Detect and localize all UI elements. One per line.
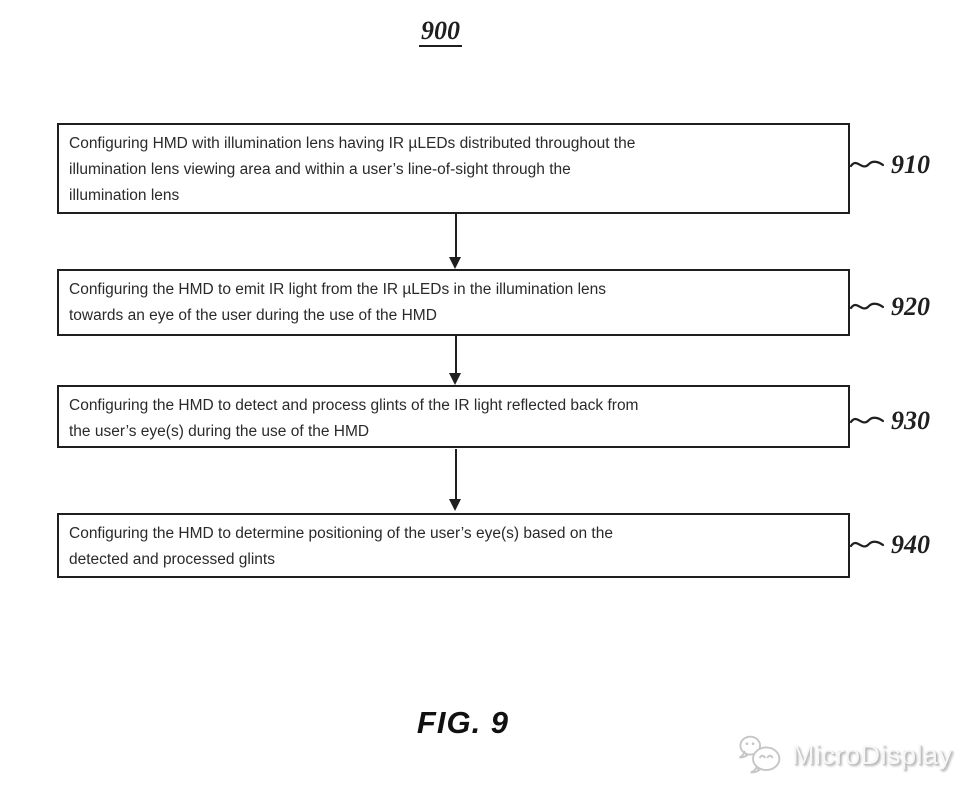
squiggle-connector-icon [850,302,884,310]
watermark-label: MicroDisplay [792,739,953,770]
ref-label-920: 920 [850,293,930,321]
ref-label-910: 910 [850,151,930,179]
squiggle-connector-icon [850,160,884,168]
flow-arrow-3 [449,449,462,511]
flow-arrow-2 [449,336,462,385]
arrow-head-icon [449,499,461,511]
arrow-line [454,449,457,500]
squiggle-connector-icon [850,416,884,424]
ref-number: 910 [891,150,930,179]
flow-step-920-box: Configuring the HMD to emit IR light fro… [57,269,850,336]
flow-step-940-box: Configuring the HMD to determine positio… [57,513,850,578]
flow-step-910-box: Configuring HMD with illumination lens h… [57,123,850,214]
flow-step-920-line-1: Configuring the HMD to emit IR light fro… [69,281,607,298]
flow-arrow-1 [449,214,462,269]
flow-step-940-line-2: detected and processed glints [69,551,275,568]
arrow-head-icon [449,257,461,269]
flow-step-910-line-2: illumination lens viewing area and withi… [69,161,571,178]
flow-step-930-line-1: Configuring the HMD to detect and proces… [69,397,639,414]
ref-number: 930 [891,406,930,435]
flow-step-920-line-2: towards an eye of the user during the us… [69,307,437,324]
flow-step-930-line-2: the user’s eye(s) during the use of the … [69,423,370,440]
ref-label-930: 930 [850,407,930,435]
arrow-line [454,336,457,374]
arrow-head-icon [449,373,461,385]
arrow-line [454,214,457,258]
wechat-icon [739,735,781,774]
ref-number: 920 [891,292,930,321]
flow-step-930-box: Configuring the HMD to detect and proces… [57,385,850,448]
flow-step-940-line-1: Configuring the HMD to determine positio… [69,525,613,542]
watermark: MicroDisplay [738,734,953,776]
flow-step-910-line-1: Configuring HMD with illumination lens h… [69,135,636,152]
ref-label-940: 940 [850,531,930,559]
squiggle-connector-icon [850,540,884,548]
ref-number: 940 [891,530,930,559]
flow-step-910-line-3: illumination lens [69,187,180,204]
diagram-number: 900 [419,17,462,48]
figure-caption: FIG. 9 [416,705,510,740]
